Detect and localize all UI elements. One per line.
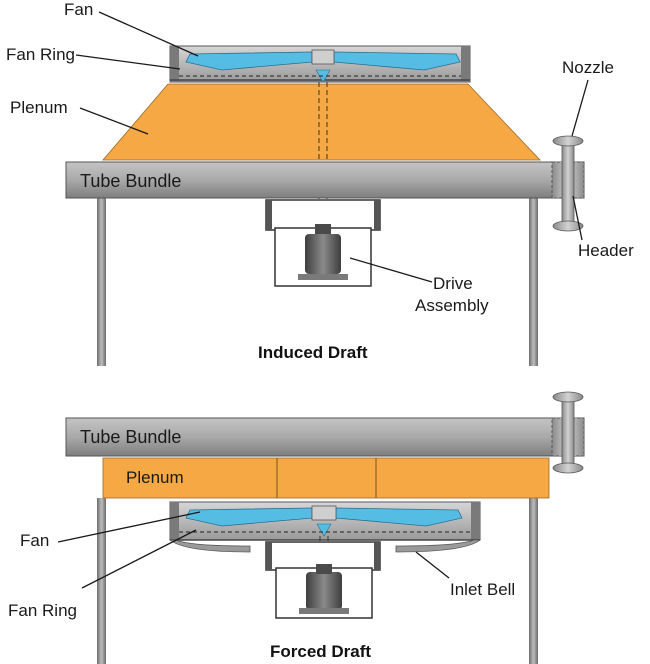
induced-header <box>551 143 585 225</box>
induced-drive-label-line1: Drive <box>433 274 473 293</box>
induced-nozzle-leader <box>571 79 589 137</box>
induced-draft-title: Induced Draft <box>258 343 368 362</box>
forced-draft-unit: Tube Bundle Plenum Fan Fan Ring Inlet Be… <box>8 391 585 664</box>
forced-draft-title: Forced Draft <box>270 642 371 661</box>
forced-fan-ring-label: Fan Ring <box>8 601 77 620</box>
forced-inlet-bell-label: Inlet Bell <box>450 580 515 599</box>
induced-header-label: Header <box>578 241 634 260</box>
induced-tube-bundle-label: Tube Bundle <box>80 171 181 191</box>
induced-plenum-label: Plenum <box>10 98 68 117</box>
induced-nozzle-label: Nozzle <box>562 58 614 77</box>
forced-nozzle-top <box>552 391 584 403</box>
induced-draft-unit: Fan Fan Ring Plenum Nozzle Tube Bundle H… <box>6 0 634 366</box>
induced-nozzle-bottom <box>552 220 584 232</box>
induced-plenum-leader <box>79 107 149 135</box>
forced-header <box>551 399 585 467</box>
induced-drive-leader <box>349 257 433 283</box>
forced-tube-bundle-label: Tube Bundle <box>80 427 181 447</box>
forced-fan <box>179 505 471 537</box>
forced-plenum-label: Plenum <box>126 468 184 487</box>
forced-left-leg <box>97 498 106 664</box>
forced-fan-cone <box>316 523 332 537</box>
induced-drive-label-line2: Assembly <box>415 296 489 315</box>
induced-nozzle-top <box>552 135 584 147</box>
induced-fan-leader <box>98 11 199 57</box>
forced-motor <box>306 572 342 610</box>
induced-plenum <box>102 83 541 161</box>
forced-nozzle-bottom <box>552 462 584 474</box>
induced-fan <box>179 49 461 83</box>
forced-plenum <box>102 457 550 499</box>
induced-fan-hub <box>311 49 335 65</box>
forced-fan-label: Fan <box>20 531 49 550</box>
forced-inlet-bell-right <box>395 539 482 553</box>
forced-inlet-bell-left <box>168 539 251 553</box>
forced-fan-leader <box>57 511 201 543</box>
induced-fan-ring-leader <box>75 54 181 70</box>
forced-inlet-bell-leader <box>415 551 450 579</box>
induced-drive-assembly <box>265 199 381 287</box>
forced-right-leg <box>529 498 538 664</box>
induced-left-leg <box>97 198 106 366</box>
induced-header-leader <box>572 195 583 241</box>
forced-fan-hub <box>311 505 337 521</box>
induced-right-leg <box>529 198 538 366</box>
induced-fan-label: Fan <box>64 0 93 19</box>
induced-motor <box>305 234 341 274</box>
induced-fan-ring-label: Fan Ring <box>6 45 75 64</box>
forced-drive-assembly <box>265 541 381 619</box>
forced-fan-ring-leader <box>81 529 197 589</box>
